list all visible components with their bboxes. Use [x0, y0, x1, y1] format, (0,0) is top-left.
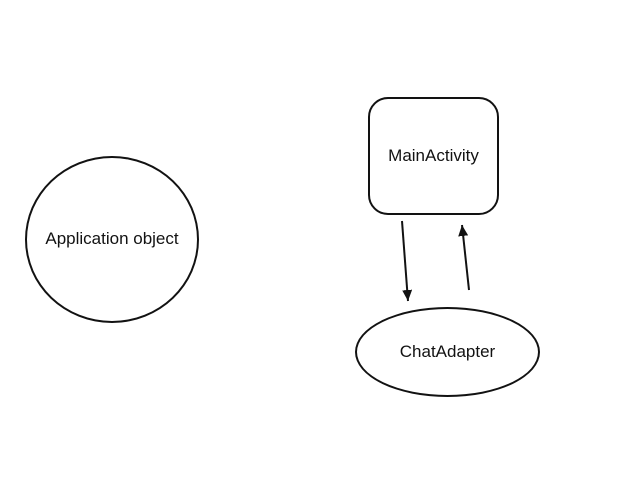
- node-chat-adapter-label: ChatAdapter: [399, 341, 496, 361]
- arrow-chatadapter-to-mainactivity-icon: [458, 224, 470, 291]
- node-main-activity: MainActivity: [368, 97, 499, 215]
- node-main-activity-label: MainActivity: [388, 145, 479, 165]
- node-application-object: Application object: [25, 156, 199, 323]
- arrow-mainactivity-to-chatadapter-icon: [401, 220, 413, 302]
- node-application-object-label: Application object: [45, 229, 179, 249]
- node-chat-adapter: ChatAdapter: [355, 307, 540, 397]
